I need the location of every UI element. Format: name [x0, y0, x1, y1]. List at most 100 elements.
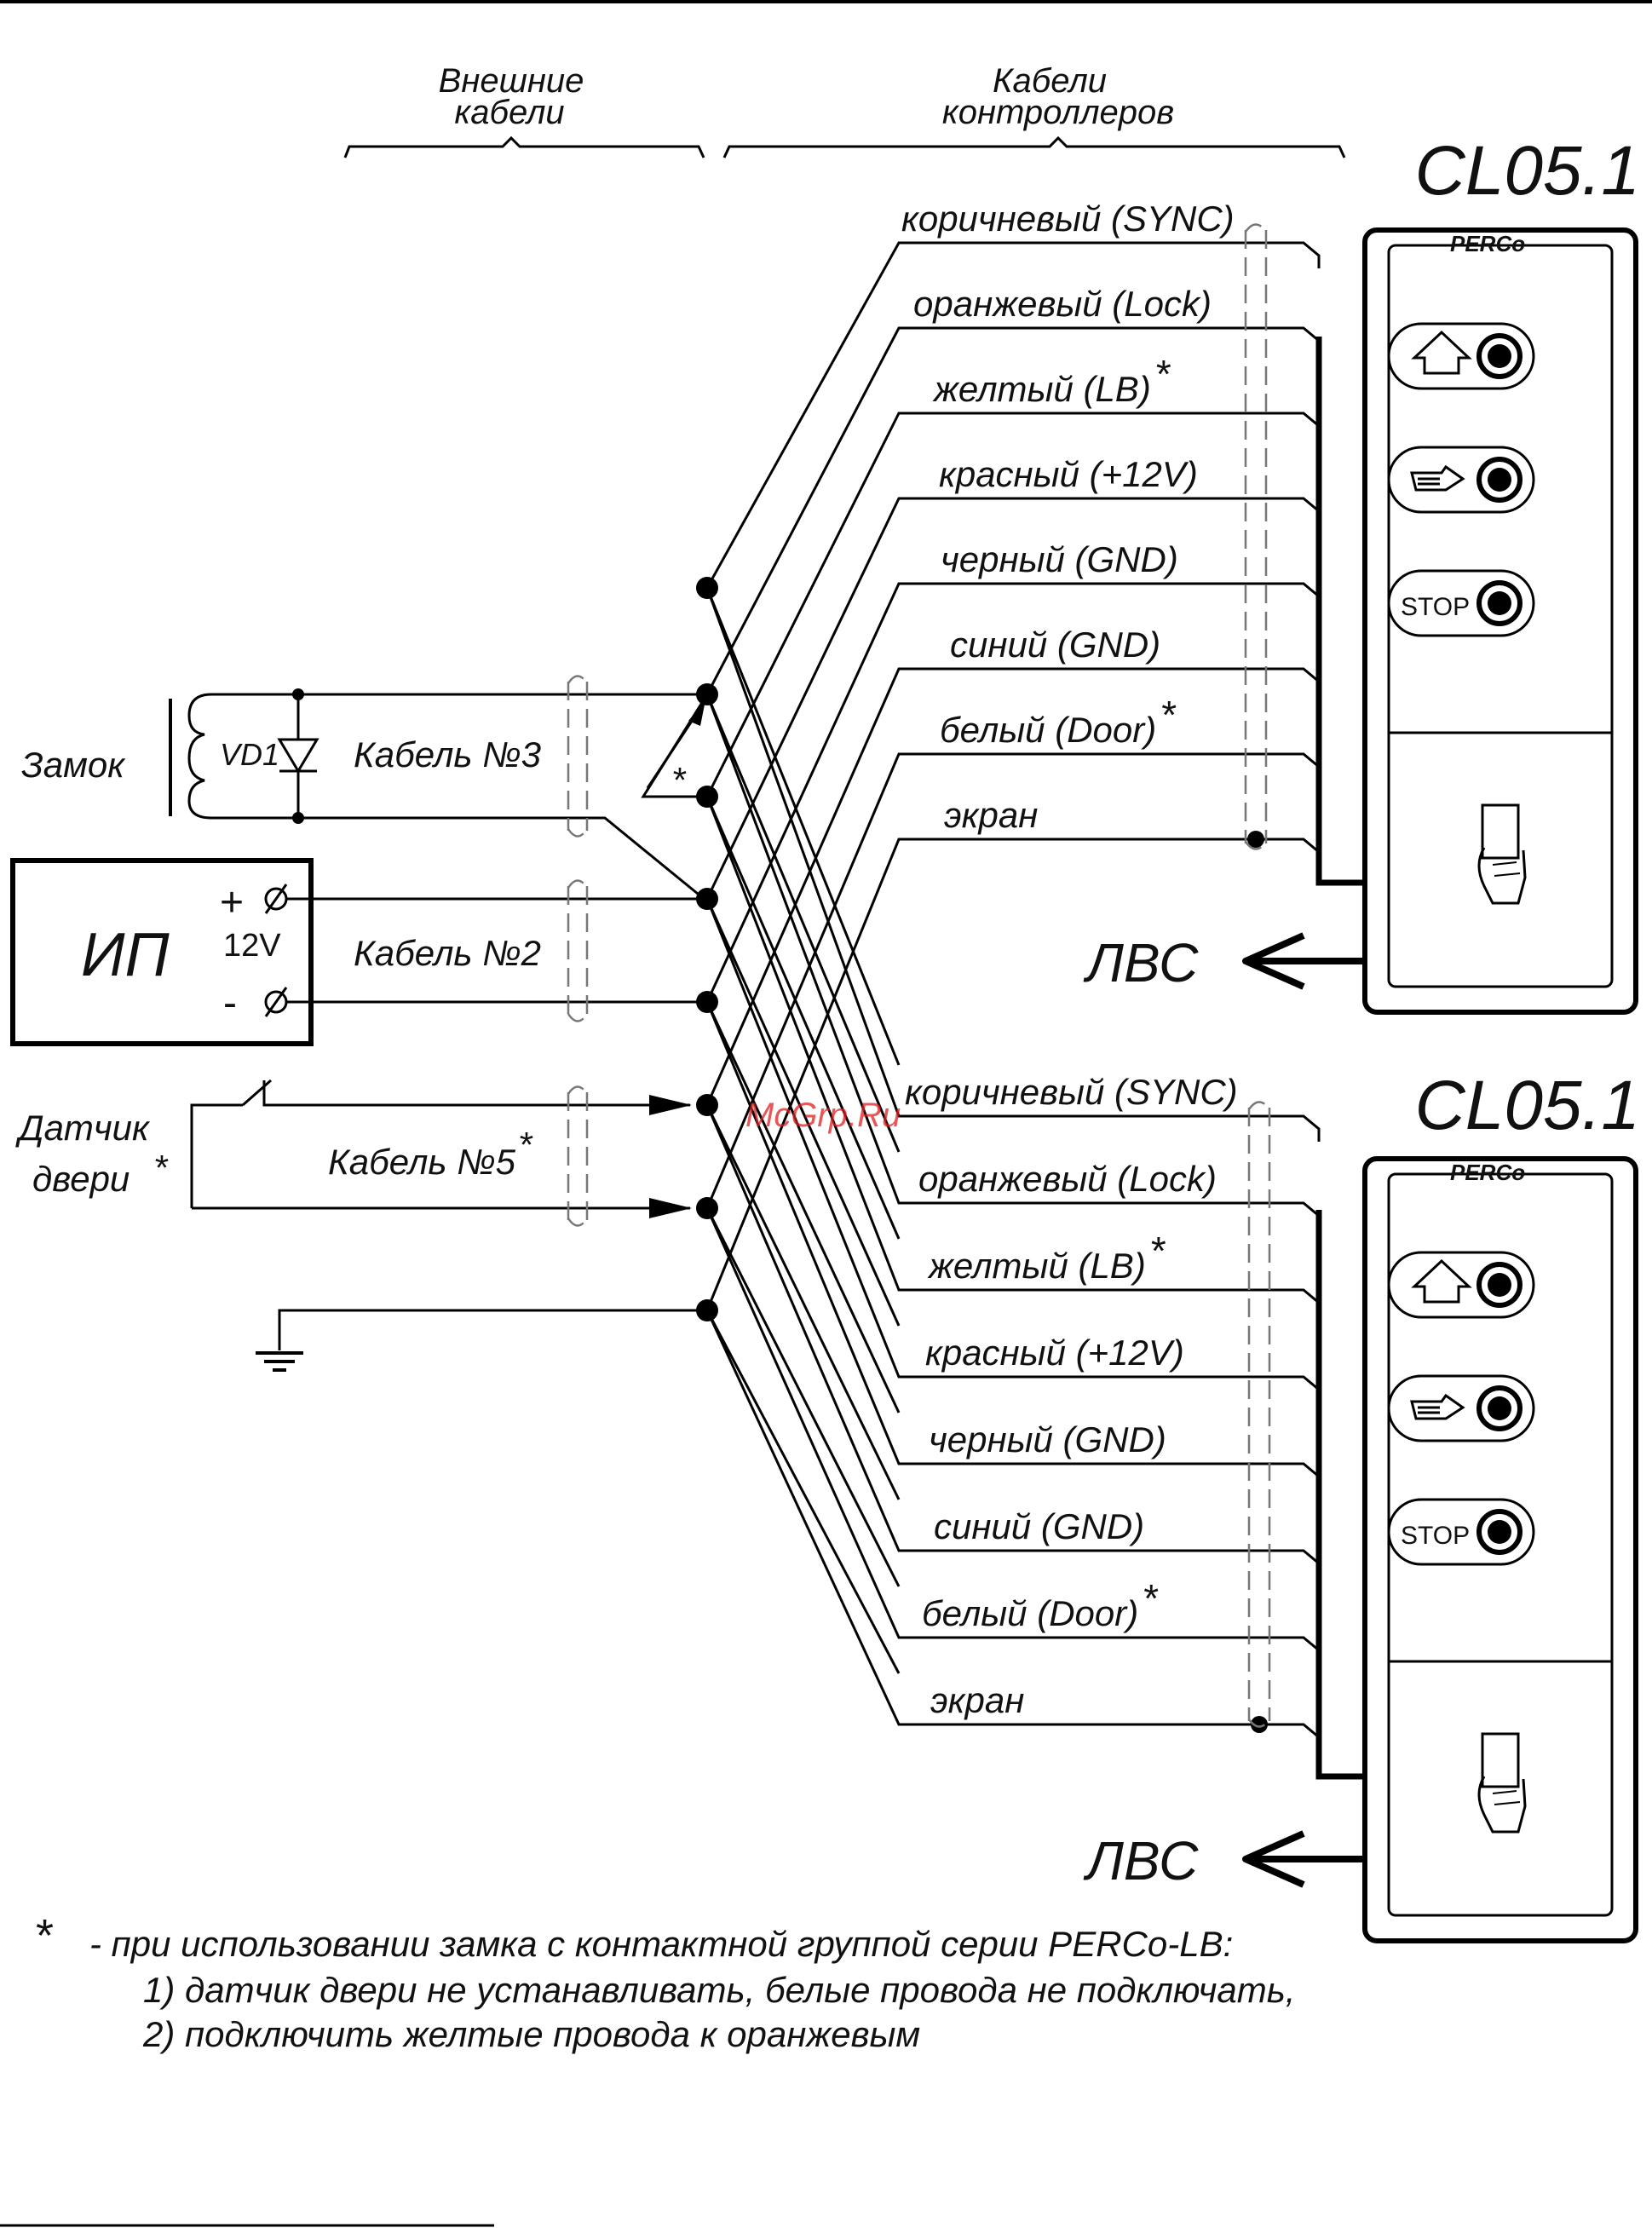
arrow-left-icon: [1242, 1830, 1305, 1888]
bottom-wire-3: [705, 796, 1321, 1315]
top-wire-label-7: белый (Door): [940, 710, 1156, 750]
coil-icon: [187, 693, 212, 820]
cable3-label: Кабель №3: [354, 734, 541, 774]
cross-wire-7: [705, 1207, 901, 1587]
footnote: * - при использовании замка с контактной…: [36, 1910, 1295, 2054]
psu-box: [10, 858, 314, 1046]
led-icon: [1476, 1509, 1522, 1555]
shield-top: [1244, 223, 1268, 850]
arrow-right-icon: [649, 1095, 692, 1115]
bottom-wire-label-2: оранжевый (Lock): [918, 1159, 1217, 1199]
top-wire-label-3: желтый (LB): [932, 369, 1151, 409]
cable2-shield: [567, 879, 589, 1022]
relay-star: *: [671, 760, 687, 800]
stop-label: STOP: [1401, 593, 1470, 621]
power-supply: ИП + - 12V Кабель №2: [10, 858, 707, 1046]
device-bottom-title: CL05.1: [1415, 1067, 1640, 1144]
bottom-wire-label-1: коричневый (SYNC): [905, 1072, 1238, 1112]
top-wire-label-4: красный (+12V): [939, 454, 1198, 494]
bottom-wire-label-4: красный (+12V): [925, 1333, 1184, 1373]
psu-label: ИП: [81, 921, 170, 989]
shield-bottom: [1247, 1101, 1271, 1728]
bottom-shield-dot: [1251, 1716, 1268, 1733]
bus-bottom: [1315, 1210, 1367, 1780]
door-sensor: Датчик двери * Кабель №5 *: [15, 1079, 692, 1227]
relay-contact: *: [641, 694, 709, 800]
header-controllers-line1: Кабели: [993, 62, 1107, 100]
bottom-wire-label-3: желтый (LB): [927, 1246, 1146, 1286]
header-controller-cables: Кабели контроллеров: [722, 62, 1346, 158]
card-reader-icon: [1477, 1732, 1527, 1834]
hand-icon: [1410, 1393, 1465, 1420]
header-external-cables: Внешние кабели: [343, 62, 705, 158]
arrow-up-icon: [1411, 330, 1472, 375]
indicator-frame: [1387, 322, 1535, 390]
cross-wire-3: [705, 796, 901, 1240]
arrow-left-icon: [1242, 932, 1305, 990]
controller-wires-bottom: коричневый (SYNC) оранжевый (Lock) желтый …: [705, 587, 1321, 1750]
cable5-star: *: [518, 1125, 533, 1165]
footnote-line2: 1) датчик двери не устанавливать, белые …: [143, 1970, 1295, 2010]
brand-logo: PERCo: [1450, 1160, 1525, 1185]
indicator-frame: [1387, 1251, 1535, 1319]
led-icon: [1476, 1385, 1522, 1431]
header-controllers-line2: контроллеров: [942, 94, 1174, 131]
top-wire-star-3: *: [1156, 352, 1171, 396]
controller-wires-top: коричневый (SYNC) оранжевый (Lock) желтый …: [705, 199, 1321, 1311]
arrow-right-icon: [649, 1198, 692, 1218]
footnote-line3: 2) подключить желтые провода к оранжевым: [142, 2014, 920, 2054]
cross-connections: [696, 577, 901, 1674]
led-icon: [1476, 580, 1522, 626]
bottom-wire-label-6: синий (GND): [934, 1506, 1144, 1546]
cross-wire-8: [705, 1310, 901, 1674]
cross-wire-2: [705, 694, 901, 1153]
bottom-wire-label-7: белый (Door): [922, 1593, 1138, 1633]
controller-device-bottom: PERCo STOP: [1362, 1156, 1638, 1943]
watermark: McGrp.Ru: [745, 1097, 901, 1134]
diode-label: VD1: [220, 737, 279, 772]
lock-label: Замок: [21, 745, 126, 785]
psu-minus: -: [223, 981, 237, 1026]
led-icon: [1476, 1262, 1522, 1308]
led-icon: [1476, 333, 1522, 379]
header-external-line2: кабели: [454, 94, 564, 131]
psu-voltage: 12V: [223, 928, 281, 964]
bottom-wire-1: [705, 587, 1321, 1142]
cable5-label: Кабель №5: [328, 1142, 516, 1182]
device-top-title: CL05.1: [1415, 132, 1640, 210]
arrow-up-icon: [1411, 1258, 1472, 1304]
switch-icon: [242, 1079, 272, 1107]
cable3-shield: [567, 675, 589, 838]
card-reader-icon: [1477, 803, 1527, 905]
top-wire-label-6: синий (GND): [950, 625, 1160, 665]
brand-logo: PERCo: [1450, 231, 1525, 256]
lock-group: Замок VD1 Кабель №3: [21, 675, 708, 903]
lan-top: ЛВС: [1083, 932, 1367, 993]
header-external-line1: Внешние: [439, 62, 584, 100]
cross-wire-4: [705, 898, 901, 1327]
sensor-label-line2: двери: [32, 1159, 130, 1199]
top-shield-dot: [1247, 831, 1264, 848]
bottom-wire-label-8: экран: [930, 1680, 1024, 1720]
top-wire-label-2: оранжевый (Lock): [913, 284, 1212, 324]
sensor-star: *: [153, 1148, 169, 1188]
indicator-frame: [1387, 1498, 1535, 1566]
top-wire-1: [705, 241, 1321, 589]
bottom-wire-star-7: *: [1143, 1576, 1159, 1621]
hand-icon: [1410, 464, 1465, 492]
top-wire-star-7: *: [1161, 693, 1177, 737]
lan-bottom: ЛВС: [1083, 1830, 1367, 1891]
sensor-label-line1: Датчик: [15, 1108, 151, 1148]
cross-wire-1: [705, 587, 901, 1066]
stop-label: STOP: [1401, 1522, 1470, 1550]
bottom-wire-star-3: *: [1151, 1229, 1166, 1273]
indicator-frame: [1387, 569, 1535, 637]
bottom-wire-4: [705, 898, 1321, 1402]
top-wire-label-8: экран: [944, 795, 1038, 835]
cable2-label: Кабель №2: [354, 933, 541, 973]
footnote-star: *: [36, 1910, 54, 1961]
controller-cables-brace: [722, 135, 1346, 158]
external-cables-brace: [343, 135, 705, 158]
lan-top-label: ЛВС: [1083, 932, 1199, 993]
ground: [256, 1309, 707, 1372]
